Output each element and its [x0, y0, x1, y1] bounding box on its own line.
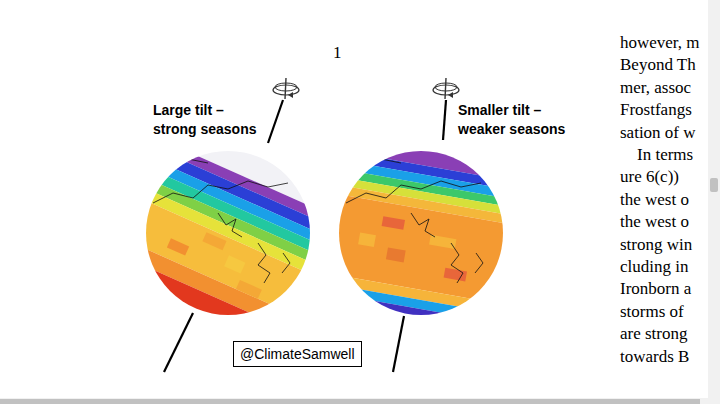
- coastline: [361, 159, 401, 165]
- coastline: [282, 253, 290, 273]
- page-number: 1: [333, 43, 342, 63]
- grid-patch: [429, 235, 456, 249]
- body-text: In terms: [637, 145, 693, 165]
- scrollbar: [0, 398, 708, 404]
- globe: [291, 103, 550, 362]
- grid-patch: [224, 255, 245, 273]
- grid-patch: [236, 280, 262, 299]
- body-text: strong win: [620, 235, 692, 255]
- grid-patch: [382, 216, 405, 230]
- body-text: towards B: [620, 347, 689, 367]
- body-text: Frostfangs: [620, 100, 692, 120]
- body-text: cluding in: [620, 257, 688, 277]
- grid-patch: [386, 247, 406, 262]
- globe: [80, 85, 376, 381]
- coastline: [411, 213, 435, 237]
- coastline: [451, 243, 463, 283]
- body-text: are strong: [620, 324, 688, 344]
- scroll-thumb: [710, 178, 718, 192]
- handle-box: @ClimateSamwell: [233, 341, 362, 367]
- body-text: however, m: [620, 33, 700, 53]
- body-text: sation of w: [620, 123, 696, 143]
- coastline: [346, 181, 481, 203]
- temperature-band: [298, 279, 520, 327]
- grid-patch: [167, 238, 189, 255]
- grid-patch: [202, 232, 226, 250]
- grid-patch: [358, 232, 376, 247]
- body-text: ure 6(c)): [620, 167, 679, 187]
- grid-patch: [444, 268, 467, 282]
- coastline: [475, 253, 483, 273]
- rotation-icon: [433, 78, 459, 99]
- coastline: [258, 243, 270, 283]
- body-text: storms of: [620, 302, 684, 322]
- body-text: the west o: [620, 190, 689, 210]
- page-area: 1Large tilt – strong seasons Smaller tilt…: [0, 0, 707, 397]
- coastline: [153, 181, 288, 203]
- rotation-axis: [268, 100, 283, 143]
- coastline: [168, 159, 208, 165]
- body-text: the west o: [620, 212, 689, 232]
- body-text: mer, assoc: [620, 78, 691, 98]
- coastline: [218, 213, 242, 237]
- rotation-icon: [273, 78, 299, 99]
- temperature-band: [100, 231, 311, 337]
- scrollbar: [708, 0, 720, 404]
- body-text: Ironborn a: [620, 279, 691, 299]
- figure-label: Large tilt – strong seasons: [153, 101, 271, 139]
- body-text: Beyond Th: [620, 55, 696, 75]
- handle-text: @ClimateSamwell: [240, 345, 355, 363]
- rotation-axis: [443, 100, 446, 140]
- scroll-thumb: [0, 399, 700, 404]
- figure-label: Smaller tilt – weaker seasons: [458, 101, 576, 139]
- rotation-axis: [393, 316, 404, 372]
- rotation-axis: [164, 313, 193, 372]
